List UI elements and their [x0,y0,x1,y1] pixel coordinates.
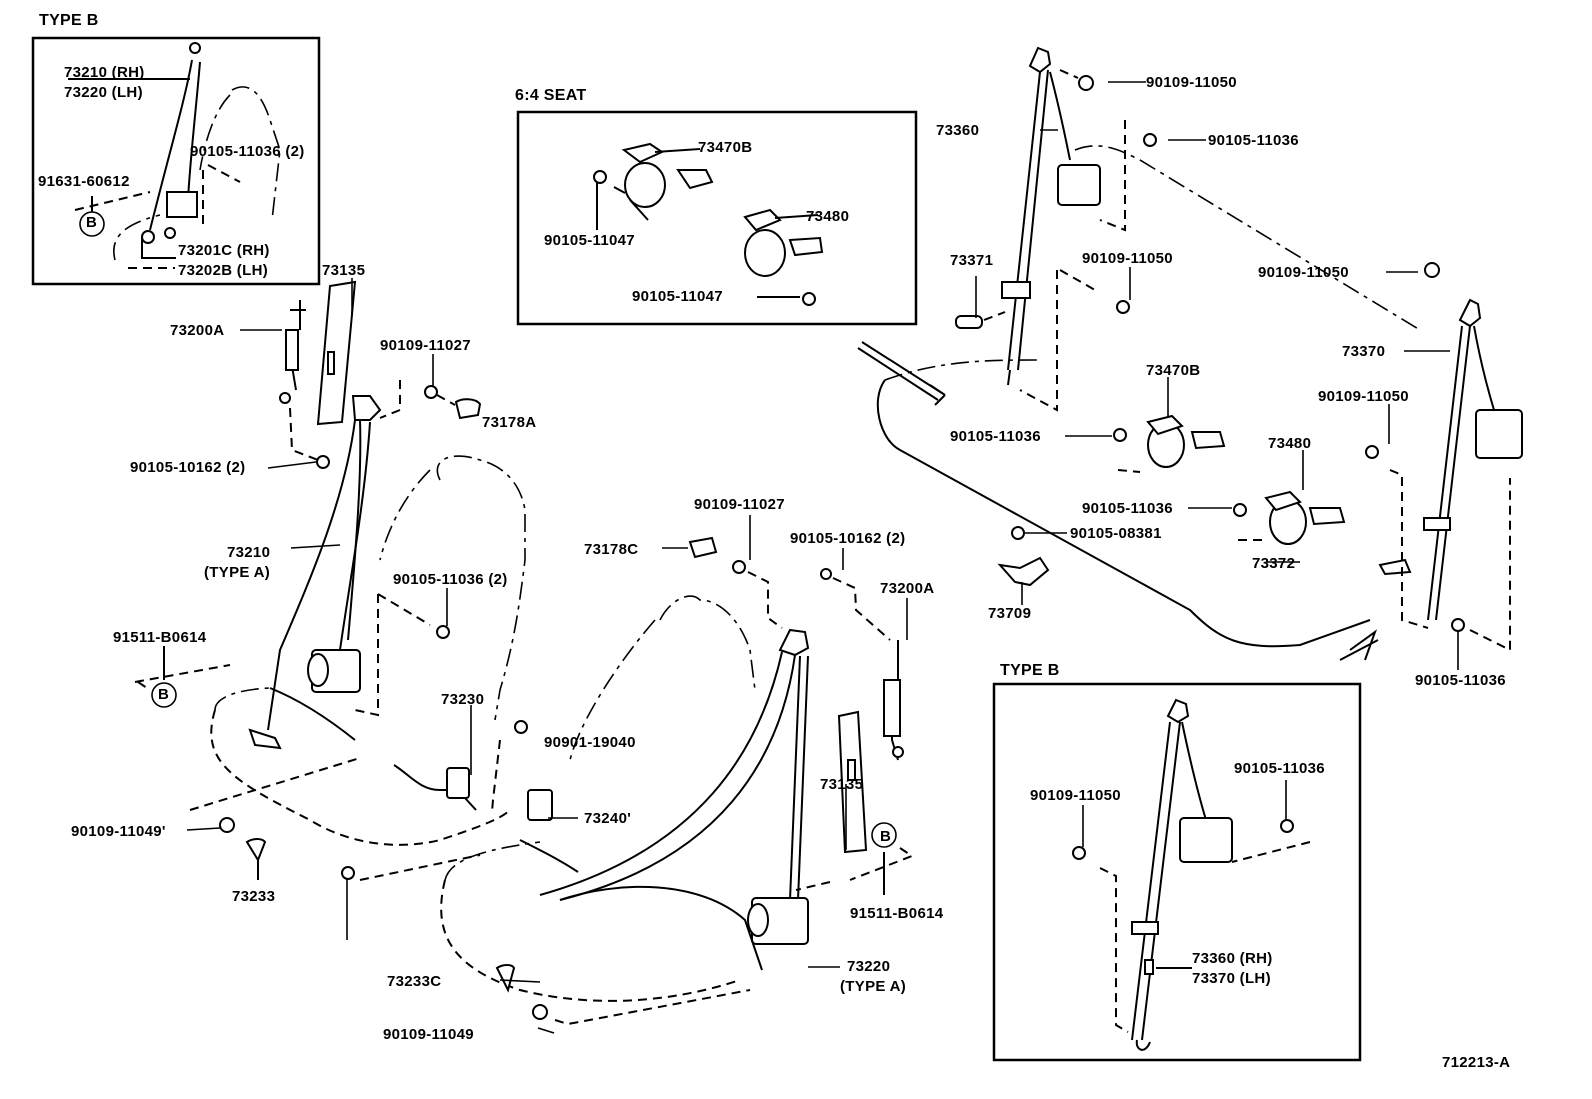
label-90109-11050: 90109-11050 [1258,264,1349,281]
label-91511-b0614: 91511-B0614 [850,905,944,922]
label-73233: 73233 [232,888,276,905]
label-73240: 73240' [584,810,632,827]
label-90109-11049: 90109-11049 [383,1026,474,1043]
label-73210: 73210 [227,544,271,561]
type-b-front-inset-frame [31,36,321,286]
front-right-seat-drawing [440,536,915,1026]
six-four-seat-buckle-drawing [593,142,824,306]
label-73480: 73480 [806,208,850,225]
type-b-rear-inset-title: TYPE B [1000,662,1060,679]
six-four-seat-inset-title: 6:4 SEAT [515,87,587,104]
type-b-rear-inset-frame [992,682,1362,1062]
front-left-seat-drawing [134,280,528,881]
label-73372: 73372 [1252,555,1296,572]
label-73220: 73220 [847,958,891,975]
label-90105-11036: 90105-11036 [1208,132,1299,149]
label-73220-lh: 73220 (LH) [64,84,143,101]
ref-b-marker: B [158,686,170,703]
type-b-front-belt-drawing [68,42,281,269]
figure-id: 712213-A [1442,1054,1511,1071]
label-90109-11050: 90109-11050 [1030,787,1121,804]
label-90105-11036-2: 90105-11036 (2) [393,571,508,588]
label-90105-11036-2: 90105-11036 (2) [190,143,305,160]
label-73370-lh: 73370 (LH) [1192,970,1271,987]
six-four-seat-inset-frame [516,110,918,326]
label-90105-10162-2: 90105-10162 (2) [130,459,246,476]
label-73135: 73135 [820,776,864,793]
label-73360-rh: 73360 (RH) [1192,950,1273,967]
label-90105-11036: 90105-11036 [1082,500,1173,517]
ref-b-marker: B [880,828,892,845]
label-73360: 73360 [936,122,980,139]
label-90109-11049: 90109-11049' [71,823,166,840]
label-73200a: 73200A [880,580,935,597]
label-73470b: 73470B [698,139,753,156]
label-73480: 73480 [1268,435,1312,452]
label-type-a: (TYPE A) [840,978,907,995]
label-73178a: 73178A [482,414,537,431]
label-90105-11047: 90105-11047 [632,288,723,305]
label-91631-60612: 91631-60612 [38,173,130,190]
label-90105-11036: 90105-11036 [1415,672,1506,689]
label-73470b: 73470B [1146,362,1201,379]
label-73210-rh: 73210 (RH) [64,64,145,81]
label-90105-08381: 90105-08381 [1070,525,1162,542]
type-b-front-inset-title: TYPE B [39,12,99,29]
label-73200a: 73200A [170,322,225,339]
label-73201c-rh: 73201C (RH) [178,242,270,259]
label-73135: 73135 [322,262,366,279]
label-90105-11036: 90105-11036 [950,428,1041,445]
label-type-a: (TYPE A) [204,564,271,581]
label-73370: 73370 [1342,343,1386,360]
label-73178c: 73178C [584,541,639,558]
label-90901-19040: 90901-19040 [544,734,636,751]
label-73371: 73371 [950,252,994,269]
label-73230: 73230 [441,691,485,708]
leader-lines [186,81,1459,1034]
label-73202b-lh: 73202B (LH) [178,262,268,279]
label-73709: 73709 [988,605,1032,622]
label-90109-11050: 90109-11050 [1146,74,1237,91]
type-b-rear-belt-drawing [1072,698,1311,1051]
label-90105-10162-2: 90105-10162 (2) [790,530,906,547]
ref-b-marker: B [86,214,98,231]
label-91511-b0614: 91511-B0614 [113,629,207,646]
rear-seat-drawing [857,46,1523,661]
label-90109-11050: 90109-11050 [1318,388,1409,405]
label-73233c: 73233C [387,973,442,990]
label-90109-11050: 90109-11050 [1082,250,1173,267]
label-90109-11027: 90109-11027 [380,337,471,354]
label-90109-11027: 90109-11027 [694,496,785,513]
label-90105-11036: 90105-11036 [1234,760,1325,777]
label-90105-11047: 90105-11047 [544,232,635,249]
